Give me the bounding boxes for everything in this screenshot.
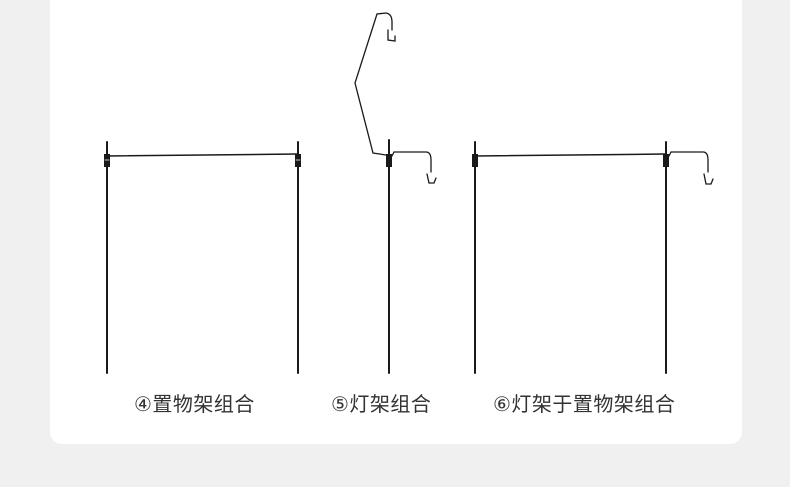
caption-lamp-on-shelf-combo: ⑥灯架于置物架组合 [493, 392, 676, 416]
lamp-clamp [386, 154, 392, 167]
lamp-arm [668, 151, 709, 173]
caption-lamp-combo: ⑤灯架组合 [331, 392, 432, 416]
short-arm [391, 151, 432, 173]
shelf-combo-figure [104, 141, 301, 374]
tall-hook-icon [387, 29, 396, 42]
short-hook-icon [426, 173, 437, 184]
left-clamp [472, 154, 478, 167]
tall-arm [354, 12, 393, 156]
lamp-combo-figure [354, 12, 437, 374]
right-clamp [663, 154, 669, 167]
right-clamp [295, 154, 301, 167]
crossbar [474, 153, 667, 157]
crossbar [106, 153, 299, 157]
caption-shelf-combo: ④置物架组合 [134, 392, 255, 416]
left-clamp [104, 154, 110, 167]
lamp-hook-icon [703, 173, 714, 185]
lamp-on-shelf-figure [472, 141, 714, 374]
content-card [50, 0, 742, 444]
